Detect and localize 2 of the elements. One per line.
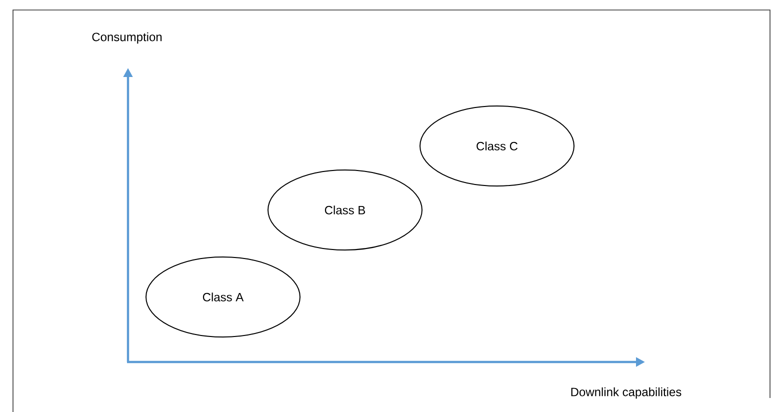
axis-label: Downlink capabilities bbox=[571, 387, 682, 399]
axis-label: Consumption bbox=[92, 32, 162, 44]
